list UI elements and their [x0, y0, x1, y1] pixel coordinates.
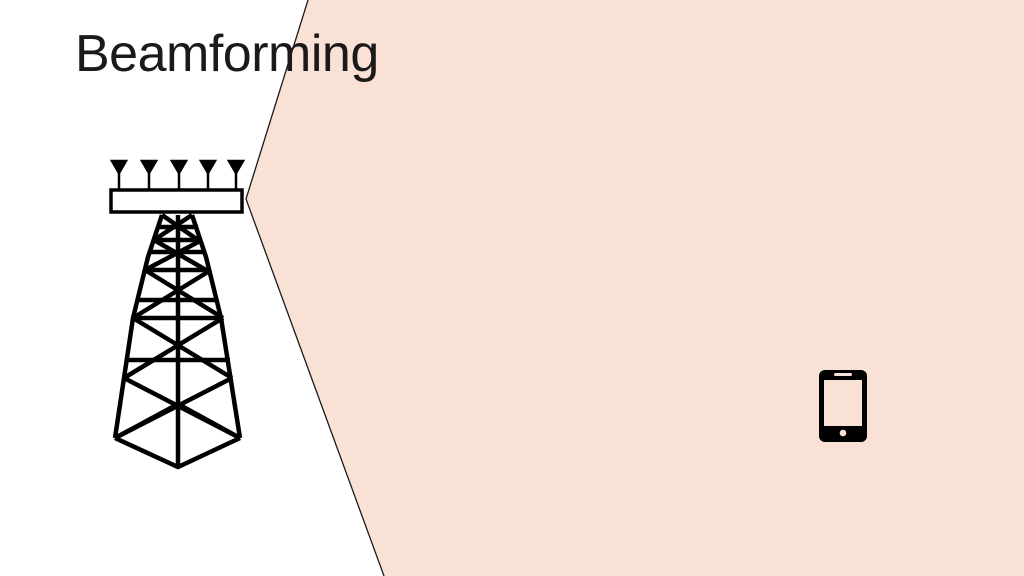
beam-edge	[245, 0, 385, 576]
antenna-element	[169, 159, 189, 176]
antenna-element	[109, 159, 129, 176]
phone-home-button	[839, 429, 847, 437]
slide-title: Beamforming	[75, 25, 379, 83]
antenna-element	[198, 159, 218, 176]
antenna-panel	[109, 188, 244, 214]
antenna-array-icon	[109, 159, 246, 190]
phone-screen	[824, 380, 862, 426]
tower-lattice	[112, 213, 243, 470]
smartphone-icon	[819, 370, 867, 442]
phone-speaker	[834, 373, 852, 376]
transmission-tower-icon	[109, 159, 246, 470]
antenna-element	[226, 159, 246, 176]
antenna-element	[139, 159, 159, 176]
beam-shape	[246, 0, 1024, 576]
